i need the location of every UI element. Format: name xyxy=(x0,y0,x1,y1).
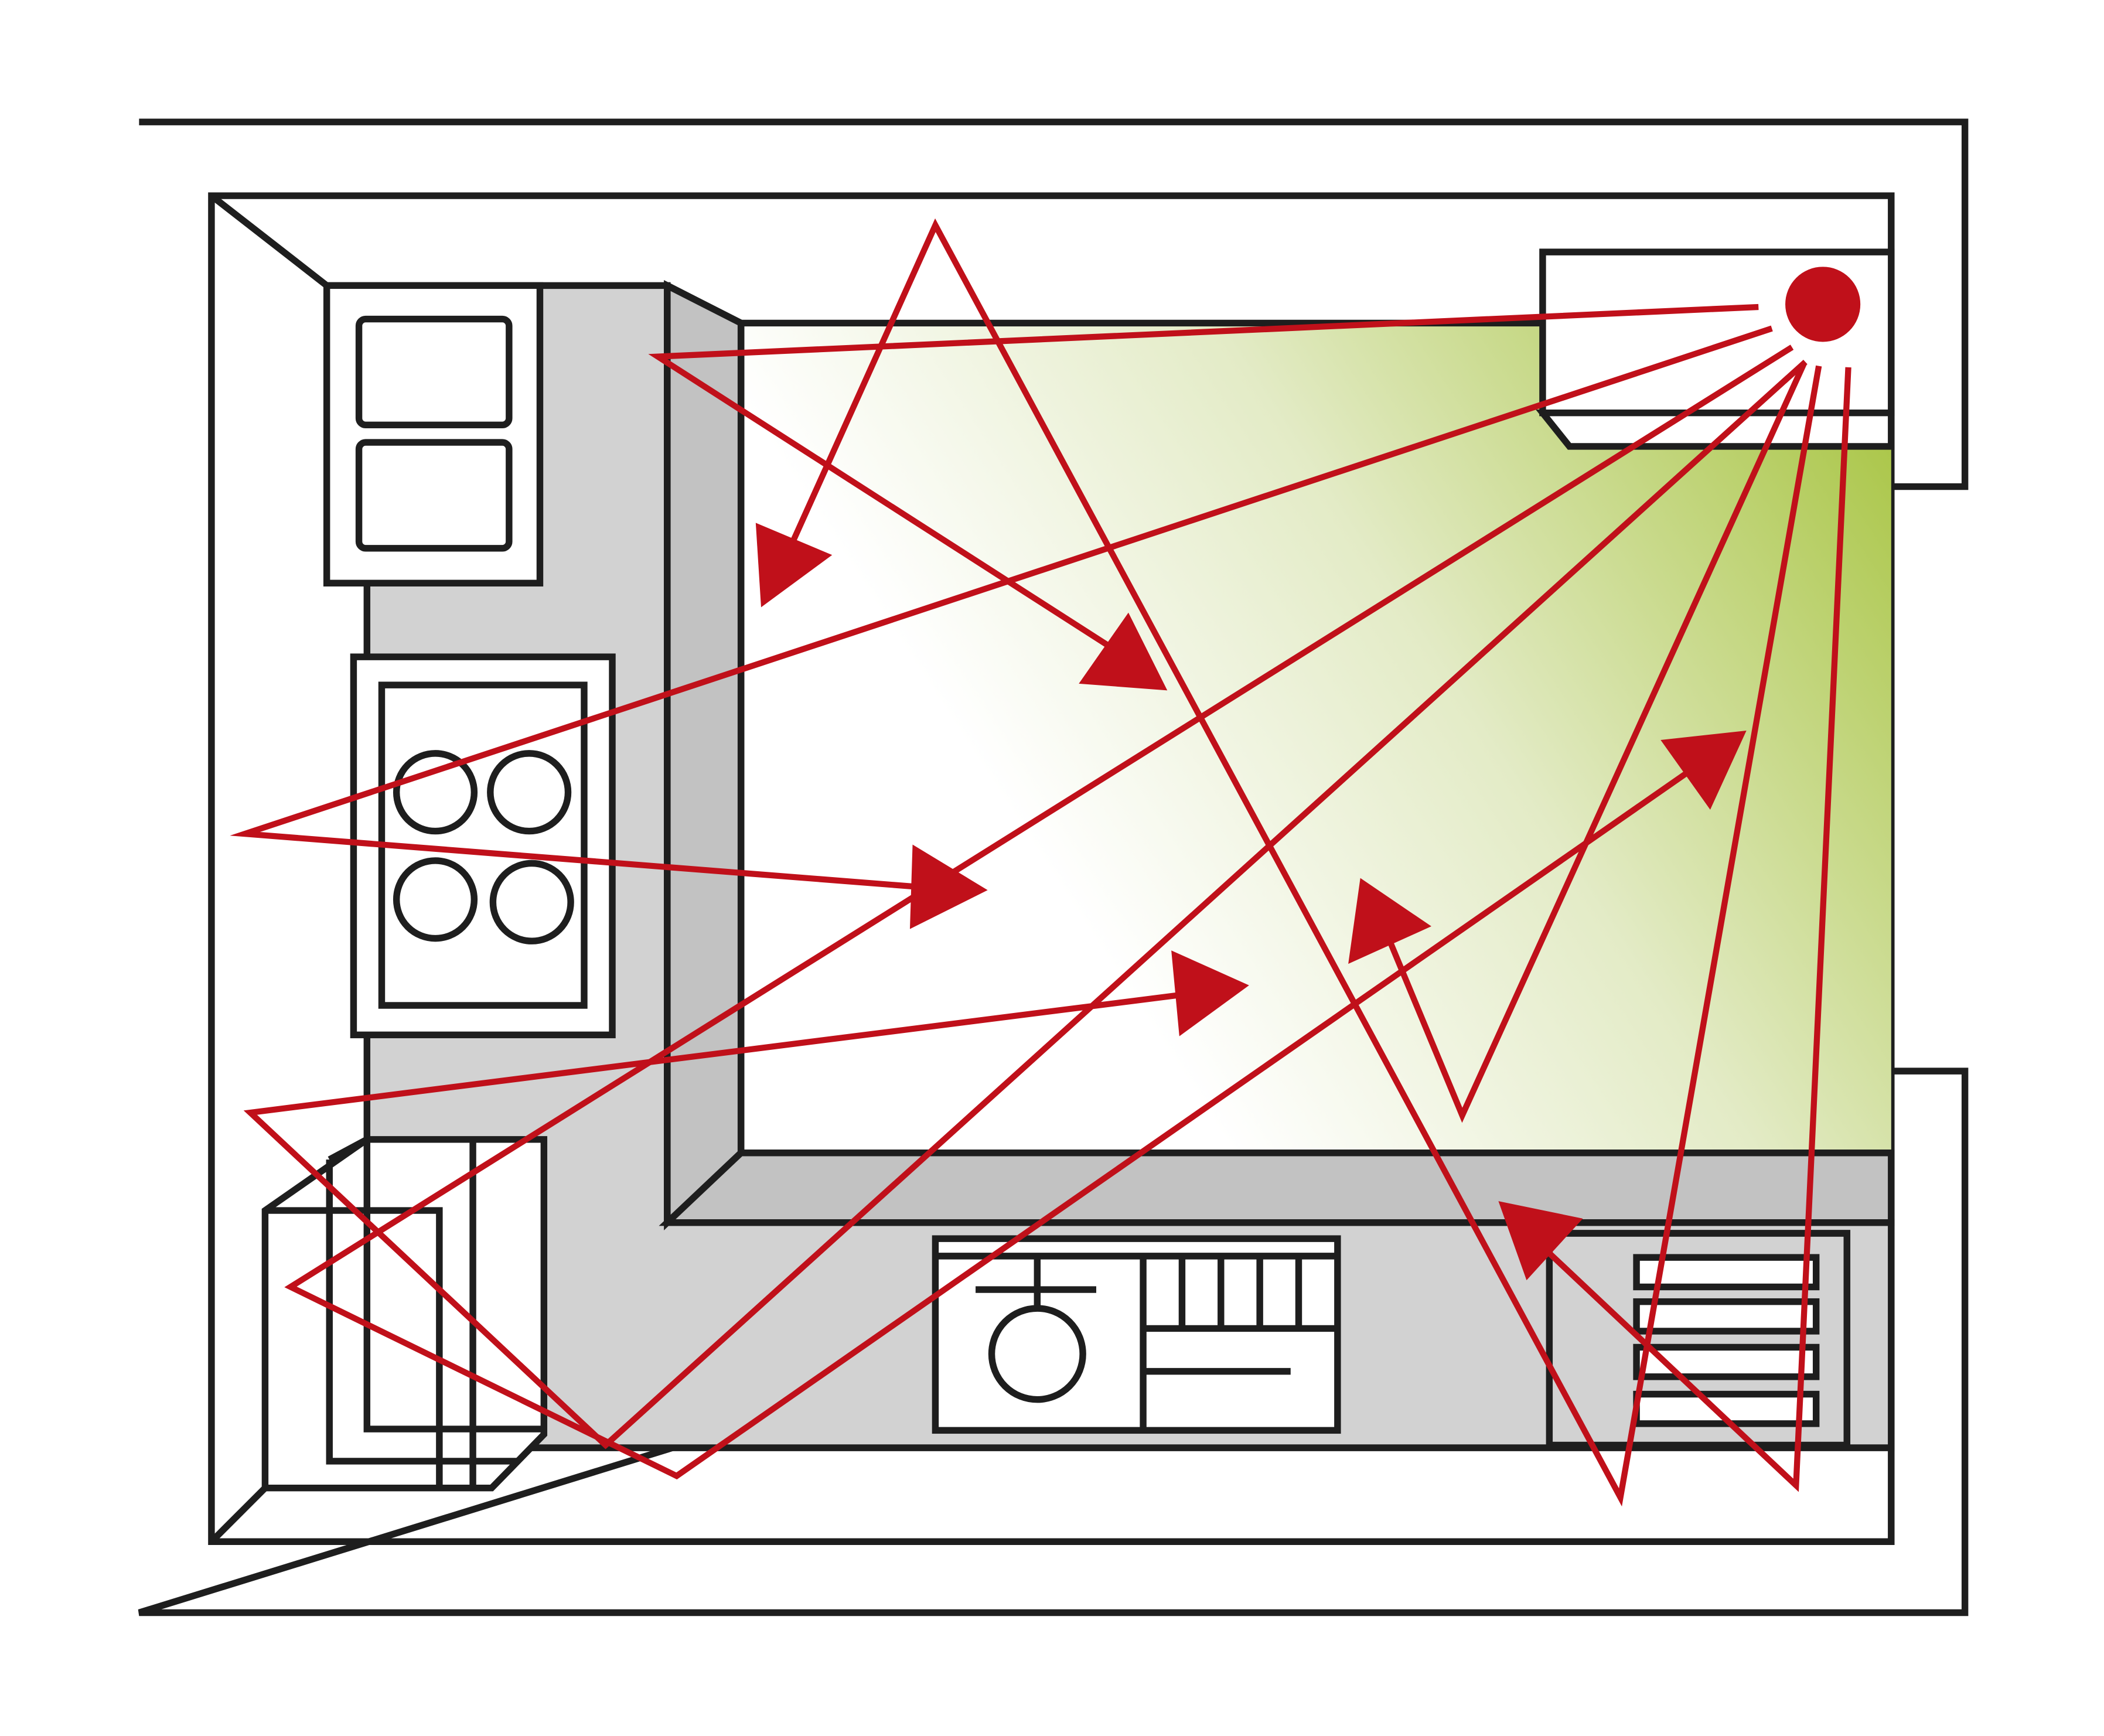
drawer-stack-icon xyxy=(1546,1230,1851,1449)
airflow-ray-5 xyxy=(786,218,1822,1507)
red-dot xyxy=(1785,267,1861,342)
airflow-ray-4 xyxy=(243,359,1808,1449)
corner-line-top xyxy=(209,193,329,288)
cabinet-icon xyxy=(261,1136,548,1492)
counter-edge xyxy=(367,282,1891,1451)
arrowhead xyxy=(1498,1201,1583,1281)
airflow-ray-2 xyxy=(230,325,1773,893)
washer-icon xyxy=(932,1235,1341,1434)
airflow-ray-7 xyxy=(1380,361,1807,1123)
arrowhead xyxy=(1079,612,1168,691)
left-counter-side xyxy=(664,280,745,1230)
arrowhead xyxy=(909,844,988,929)
arrowhead xyxy=(755,523,833,608)
inner-wall xyxy=(208,192,1895,1545)
arrowhead xyxy=(1660,730,1747,810)
refrigerator-icon xyxy=(323,282,544,587)
arrowhead xyxy=(1348,878,1432,964)
arrowhead xyxy=(1171,950,1249,1036)
bottom-counter-side xyxy=(659,1149,1895,1226)
airflow-rays xyxy=(230,218,1861,1507)
airflow-ray-3 xyxy=(284,345,1794,1480)
cooktop-icon xyxy=(350,653,616,1039)
airflow-ray-6 xyxy=(1522,367,1851,1492)
corner-line-bottom xyxy=(209,1485,268,1544)
airflow-ray-1 xyxy=(648,303,1759,669)
